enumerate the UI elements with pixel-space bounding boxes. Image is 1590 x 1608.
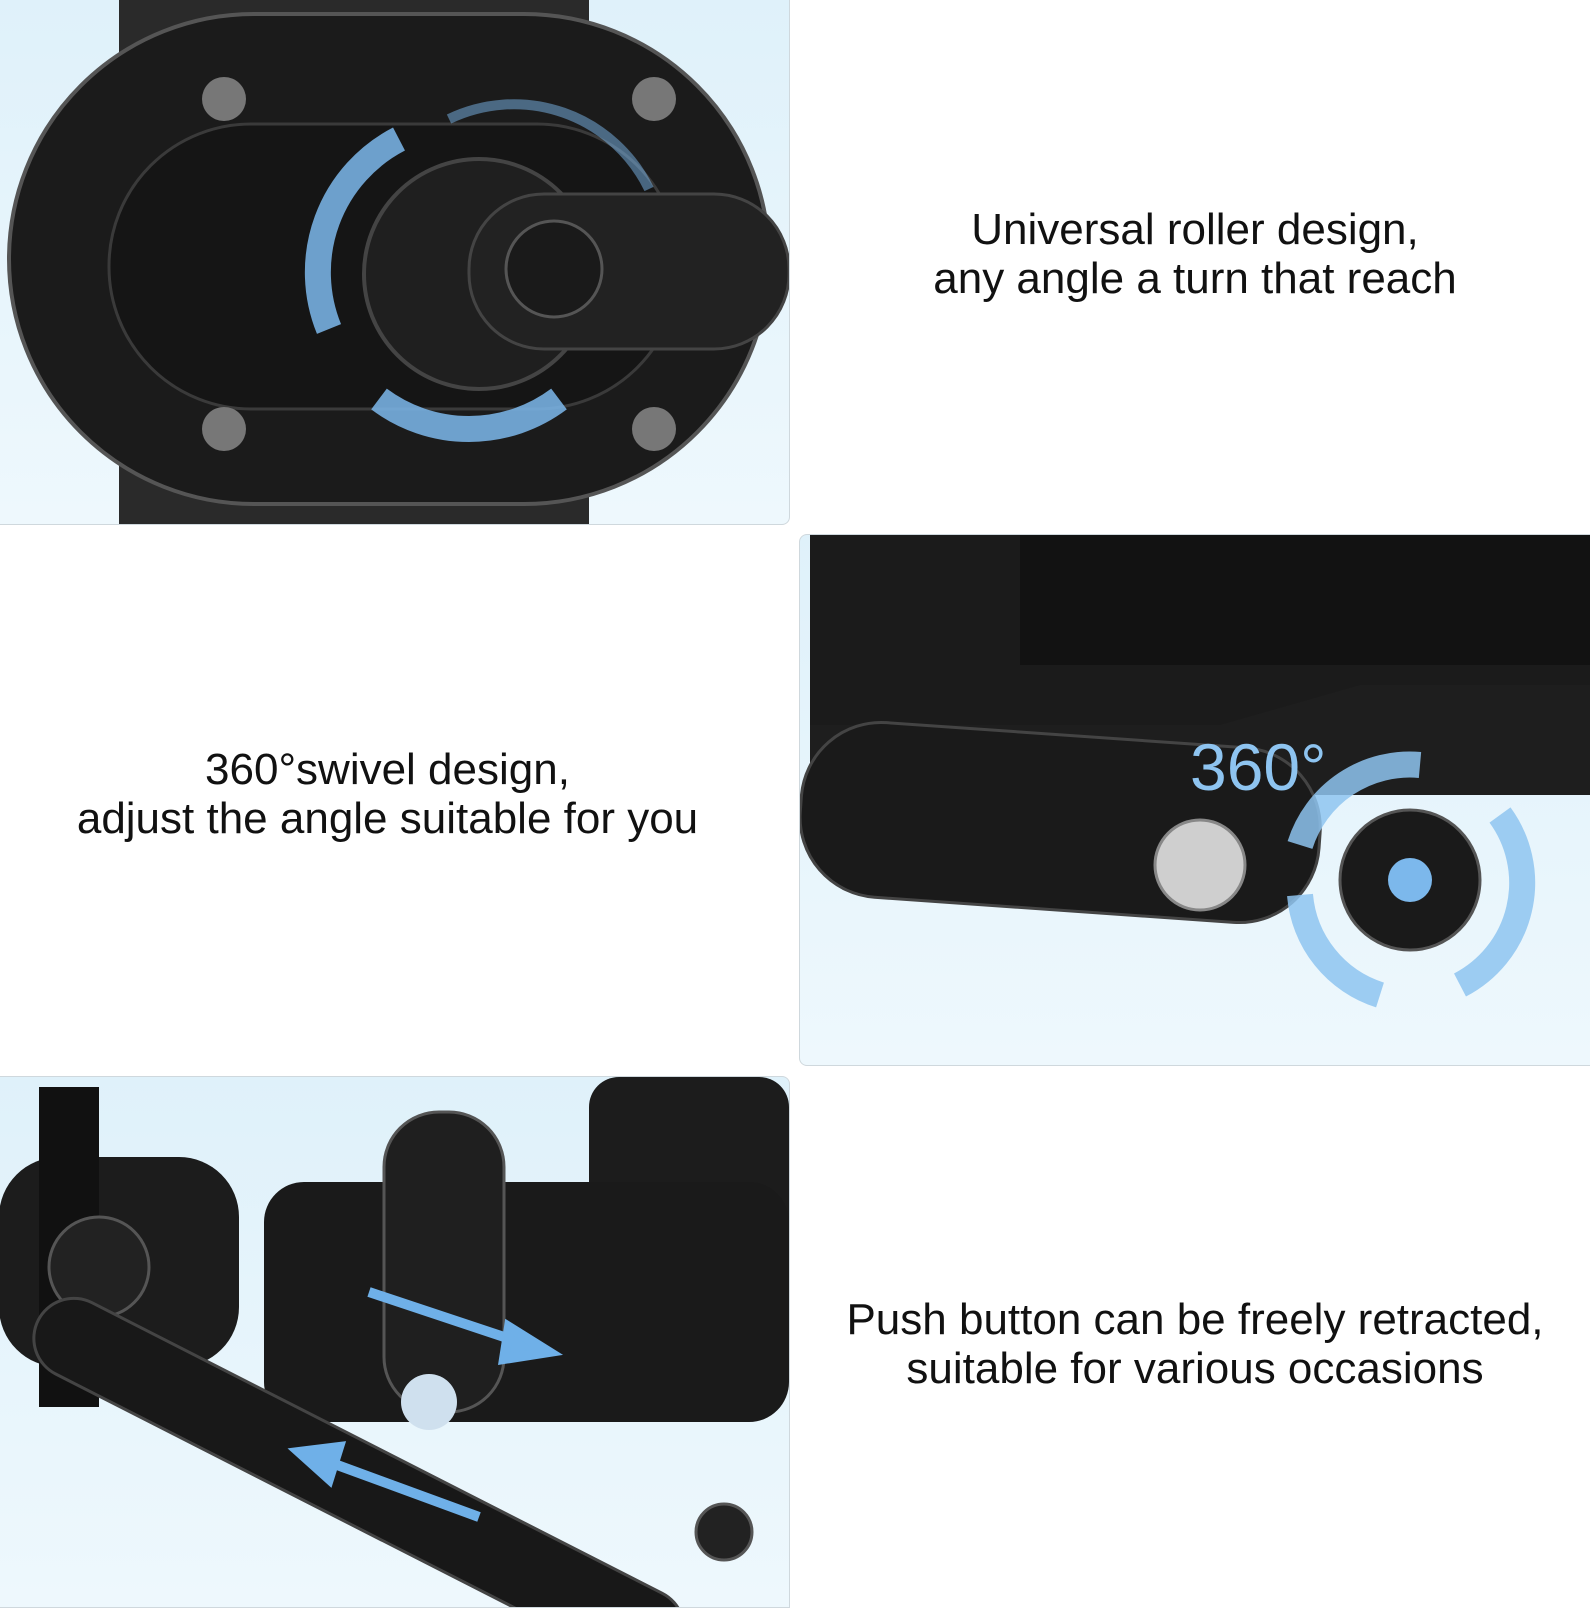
screw-icon (632, 77, 676, 121)
roller-design-image (0, 0, 790, 525)
phone-holder-swivel-illustration: 360° (800, 535, 1590, 1008)
caption-line: adjust the angle suitable for you (76, 794, 699, 843)
push-button (401, 1374, 457, 1430)
slide-arrows-icon (287, 1287, 564, 1522)
badge-360: 360° (1190, 730, 1327, 804)
caption-line: Universal roller design, (971, 205, 1419, 254)
caption-line: 360°swivel design, (205, 745, 570, 794)
caption-line: Push button can be freely retracted, (846, 1295, 1544, 1344)
rotate-arrows-icon (1287, 751, 1536, 1008)
screw-icon (632, 407, 676, 451)
swivel-design-image: 360° (799, 534, 1590, 1066)
screw-icon (202, 77, 246, 121)
caption-line: suitable for various occasions (906, 1344, 1484, 1393)
screw-icon (202, 407, 246, 451)
phone-holder-retract-illustration (0, 1077, 789, 1607)
push-button-image (0, 1076, 790, 1608)
push-button (1153, 818, 1247, 912)
rotate-arrows-icon (304, 99, 654, 442)
phone-holder-roller-illustration (7, 0, 789, 524)
caption-line: any angle a turn that reach (933, 254, 1457, 303)
feature-caption-swivel: 360°swivel design, adjust the angle suit… (0, 745, 775, 843)
feature-caption-roller: Universal roller design, any angle a tur… (800, 205, 1590, 303)
feature-caption-push-button: Push button can be freely retracted, sui… (800, 1295, 1590, 1393)
